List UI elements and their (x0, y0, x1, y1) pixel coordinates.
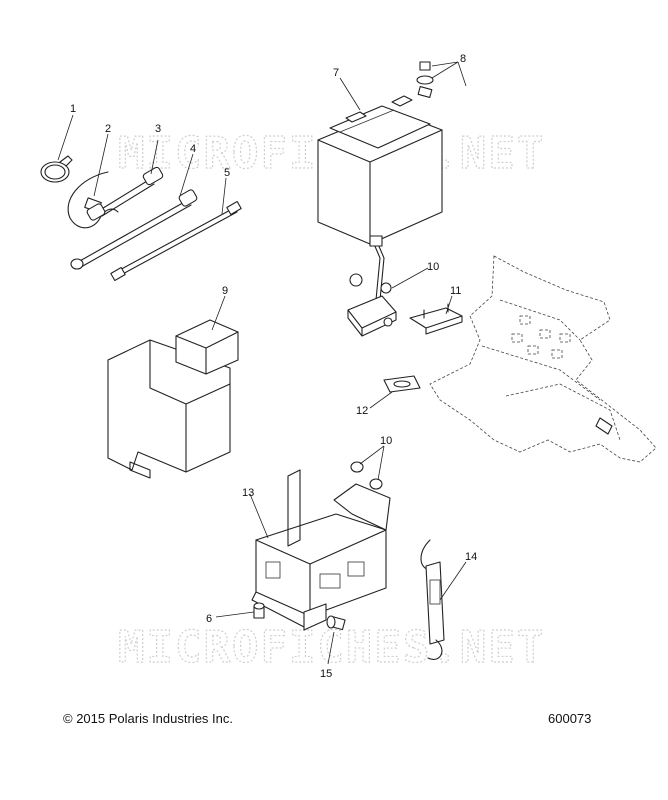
callout-2: 2 (105, 123, 111, 135)
copyright-text: © 2015 Polaris Industries Inc. (63, 711, 233, 726)
part-14-strap (420, 539, 445, 660)
callout-10-top: 10 (427, 261, 439, 273)
callout-15: 15 (320, 668, 332, 680)
callout-12: 12 (356, 405, 368, 417)
callout-10-bottom: 10 (380, 435, 392, 447)
part-3-cable (86, 166, 164, 221)
callout-1: 1 (70, 103, 76, 115)
part-7-battery (317, 95, 443, 245)
part-13-battery-tray (251, 469, 391, 631)
callout-14: 14 (465, 551, 477, 563)
callout-5: 5 (224, 167, 230, 179)
part-6-bolt (253, 602, 265, 619)
leader-lines (57, 61, 467, 665)
part-1-cable-tie (40, 155, 73, 183)
callout-8: 8 (460, 53, 466, 65)
callout-7: 7 (333, 67, 339, 79)
part-10-nuts (350, 461, 383, 490)
callout-9: 9 (222, 285, 228, 297)
part-4-battery-cable (70, 189, 198, 270)
callout-11: 11 (450, 285, 461, 297)
callout-13: 13 (242, 487, 254, 499)
part-8-fasteners (416, 61, 434, 98)
part-11-strap (409, 303, 463, 335)
diagram-number: 600073 (548, 711, 592, 726)
callout-6: 6 (206, 613, 212, 625)
callout-4: 4 (190, 143, 196, 155)
callout-3: 3 (155, 123, 161, 135)
part-15-bolt (326, 615, 346, 631)
frame-outline (429, 255, 657, 463)
part-5-cable (110, 200, 242, 282)
part-battery-switch (347, 235, 397, 337)
callout-labels: 1 2 3 4 5 6 7 8 9 10 10 11 12 13 14 15 (70, 53, 477, 680)
part-9-cover (107, 319, 239, 479)
watermark-bottom: MICROFICHES.NET (118, 622, 545, 673)
part-12-clip (383, 375, 421, 393)
